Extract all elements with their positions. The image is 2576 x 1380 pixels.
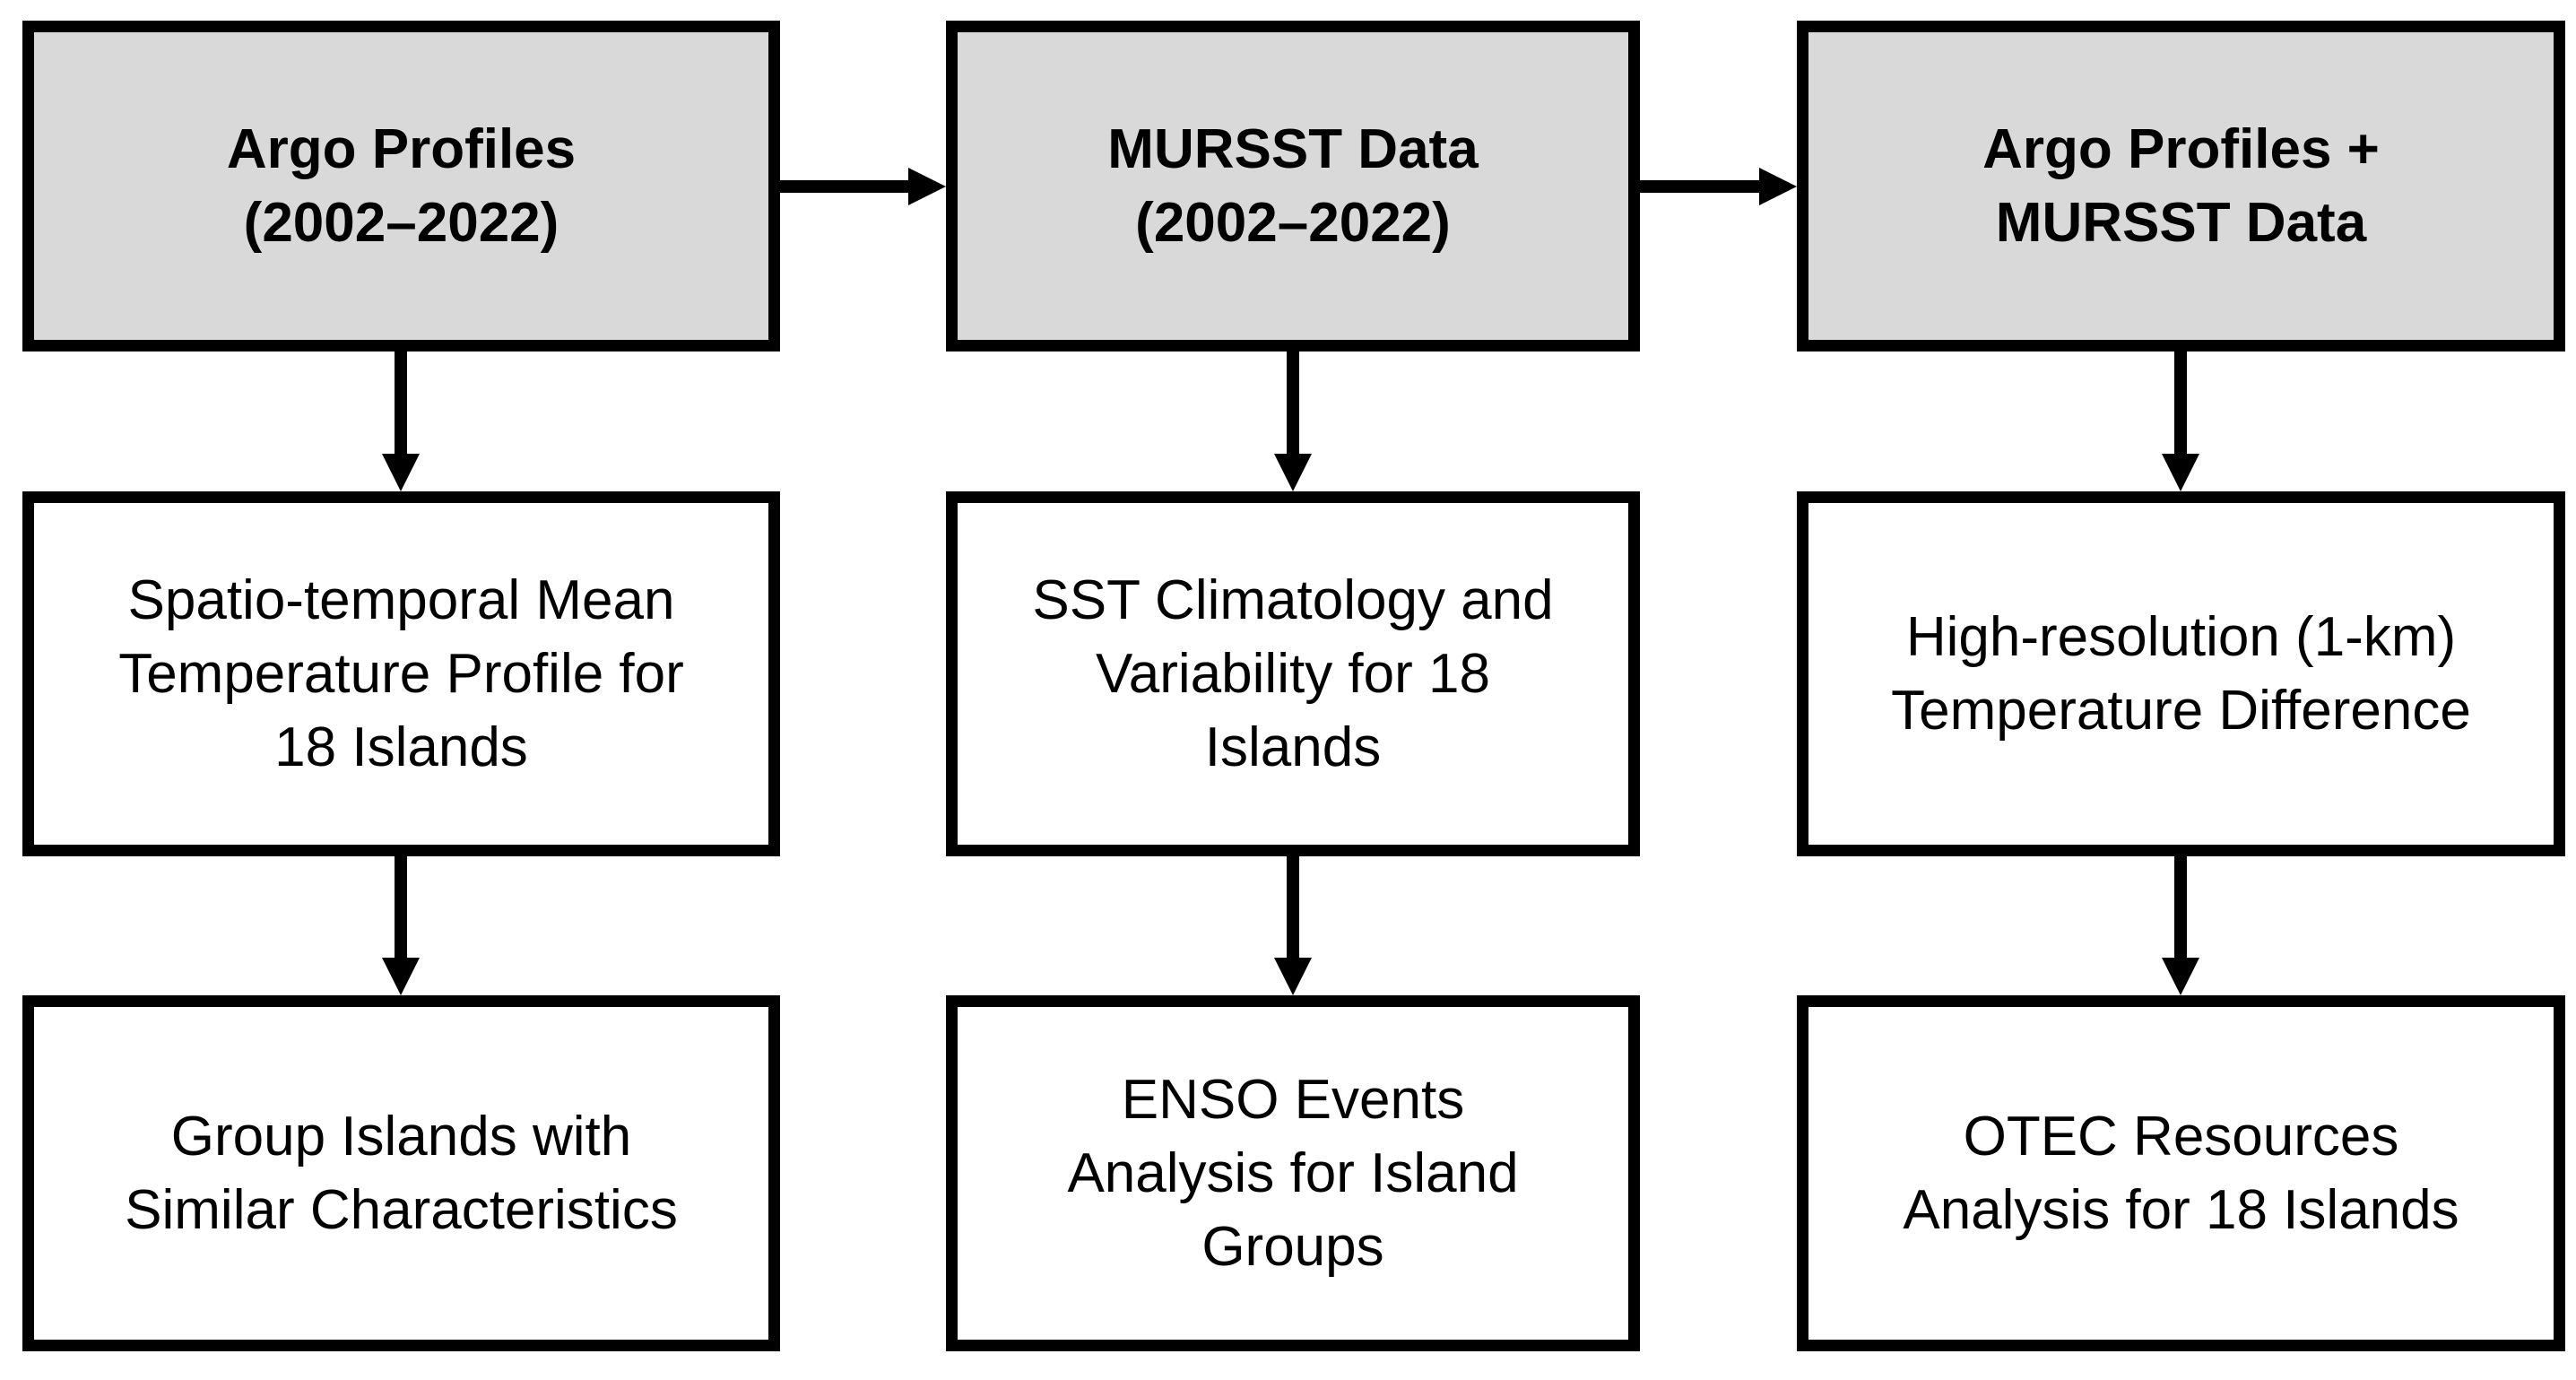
label-line: Argo Profiles + bbox=[1982, 117, 2380, 180]
flow-box-sst-climatology: SST Climatology and Variability for 18 I… bbox=[946, 491, 1640, 856]
flow-box-high-res-temp-diff: High-resolution (1-km) Temperature Diffe… bbox=[1797, 491, 2565, 856]
flow-box-label: ENSO Events Analysis for Island Groups bbox=[1067, 1063, 1518, 1284]
label-line: Variability for 18 bbox=[1096, 642, 1490, 705]
flow-box-label: Argo Profiles (2002–2022) bbox=[227, 113, 576, 260]
label-line: SST Climatology and bbox=[1032, 568, 1554, 631]
label-line: High-resolution (1-km) bbox=[1905, 605, 2457, 668]
label-line: 18 Islands bbox=[274, 716, 528, 778]
arrow-down-icon bbox=[1274, 454, 1312, 491]
flow-box-argo-profiles: Argo Profiles (2002–2022) bbox=[22, 21, 780, 352]
flow-box-label: Spatio-temporal Mean Temperature Profile… bbox=[118, 564, 684, 785]
arrow-stem bbox=[1287, 352, 1299, 457]
arrow-down-icon bbox=[2162, 958, 2199, 995]
arrow-down-icon bbox=[382, 454, 420, 491]
flow-box-label: OTEC Resources Analysis for 18 Islands bbox=[1903, 1100, 2459, 1247]
arrow-down-icon bbox=[2162, 454, 2199, 491]
label-line: Similar Characteristics bbox=[125, 1178, 678, 1241]
flow-box-label: MURSST Data (2002–2022) bbox=[1107, 113, 1478, 260]
arrow-stem bbox=[2174, 352, 2187, 457]
flow-box-otec-resources: OTEC Resources Analysis for 18 Islands bbox=[1797, 995, 2565, 1351]
flow-box-label: SST Climatology and Variability for 18 I… bbox=[1032, 564, 1553, 785]
arrow-stem bbox=[2174, 856, 2187, 961]
arrow-right-icon bbox=[1759, 168, 1797, 205]
arrow-stem bbox=[780, 180, 911, 193]
flow-box-mursst-data: MURSST Data (2002–2022) bbox=[946, 21, 1640, 352]
flow-box-argo-plus-mursst: Argo Profiles + MURSST Data bbox=[1797, 21, 2565, 352]
arrow-right-icon bbox=[908, 168, 946, 205]
label-line: ENSO Events bbox=[1121, 1068, 1465, 1131]
label-line: Analysis for 18 Islands bbox=[1903, 1178, 2459, 1241]
label-line: Temperature Difference bbox=[1891, 679, 2471, 742]
label-line: Temperature Profile for bbox=[118, 642, 684, 705]
label-line: Spatio-temporal Mean bbox=[127, 568, 675, 631]
flow-box-enso-events: ENSO Events Analysis for Island Groups bbox=[946, 995, 1640, 1351]
label-line: MURSST Data bbox=[1107, 117, 1479, 180]
label-line: Analysis for Island bbox=[1067, 1141, 1519, 1204]
arrow-stem bbox=[1287, 856, 1299, 961]
flow-box-label: High-resolution (1-km) Temperature Diffe… bbox=[1891, 601, 2471, 748]
label-line: OTEC Resources bbox=[1963, 1105, 2399, 1167]
arrow-stem bbox=[1640, 180, 1760, 193]
arrow-stem bbox=[395, 352, 407, 457]
label-line: Groups bbox=[1201, 1215, 1384, 1278]
label-line: Argo Profiles bbox=[226, 117, 577, 180]
arrow-stem bbox=[395, 856, 407, 961]
flow-box-label: Argo Profiles + MURSST Data bbox=[1982, 113, 2380, 260]
flow-box-label: Group Islands with Similar Characteristi… bbox=[125, 1100, 678, 1247]
label-line: MURSST Data bbox=[1995, 191, 2367, 254]
label-line: Islands bbox=[1204, 716, 1382, 778]
arrow-down-icon bbox=[382, 958, 420, 995]
label-line: Group Islands with bbox=[170, 1105, 632, 1167]
label-line: (2002–2022) bbox=[1135, 191, 1451, 254]
label-line: (2002–2022) bbox=[243, 191, 559, 254]
arrow-down-icon bbox=[1274, 958, 1312, 995]
flow-box-group-islands: Group Islands with Similar Characteristi… bbox=[22, 995, 780, 1351]
flow-box-spatio-temporal-profile: Spatio-temporal Mean Temperature Profile… bbox=[22, 491, 780, 856]
